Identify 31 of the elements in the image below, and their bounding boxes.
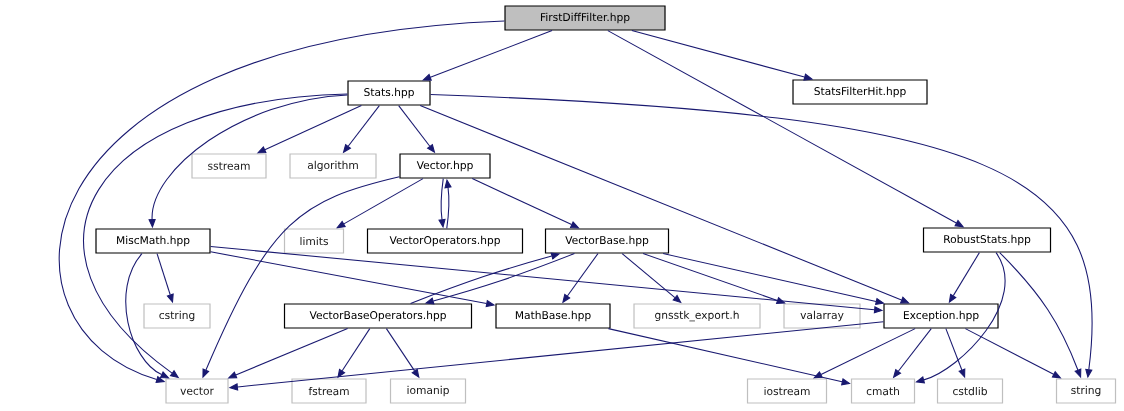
- arrow: [59, 20, 505, 383]
- file-box: MiscMath.hpp: [95, 228, 211, 254]
- header-box: vector: [165, 378, 229, 404]
- file-box: VectorOperators.hpp: [366, 228, 524, 254]
- header-box: sstream: [191, 153, 267, 179]
- header-box: limits: [283, 228, 345, 254]
- header-box: iostream: [746, 378, 828, 404]
- arrow: [607, 328, 851, 386]
- file-box: Stats.hpp: [347, 80, 431, 106]
- arrow: [336, 178, 424, 229]
- arrow: [83, 93, 348, 379]
- file-box: Exception.hpp: [883, 303, 999, 329]
- file-box: Vector.hpp: [399, 153, 491, 179]
- header-box: fstream: [291, 378, 367, 404]
- arrow: [422, 30, 553, 81]
- header-box: algorithm: [289, 153, 377, 179]
- header-box: cmath: [850, 378, 916, 404]
- header-box: cstdlib: [936, 378, 1004, 404]
- header-box: cstring: [143, 303, 211, 329]
- arrow: [642, 253, 786, 304]
- header-box: iomanip: [389, 378, 467, 404]
- file-box: VectorBaseOperators.hpp: [283, 303, 473, 329]
- header-box: gnsstk_export.h: [633, 303, 761, 329]
- file-box: FirstDiffFilter.hpp: [504, 5, 666, 31]
- file-box: VectorBase.hpp: [544, 228, 670, 254]
- header-box: valarray: [783, 303, 861, 329]
- file-box: MathBase.hpp: [495, 303, 611, 329]
- arrow: [419, 105, 910, 304]
- file-box: StatsFilterHit.hpp: [792, 79, 928, 105]
- header-box: string: [1055, 378, 1117, 404]
- file-box: RobustStats.hpp: [922, 227, 1052, 253]
